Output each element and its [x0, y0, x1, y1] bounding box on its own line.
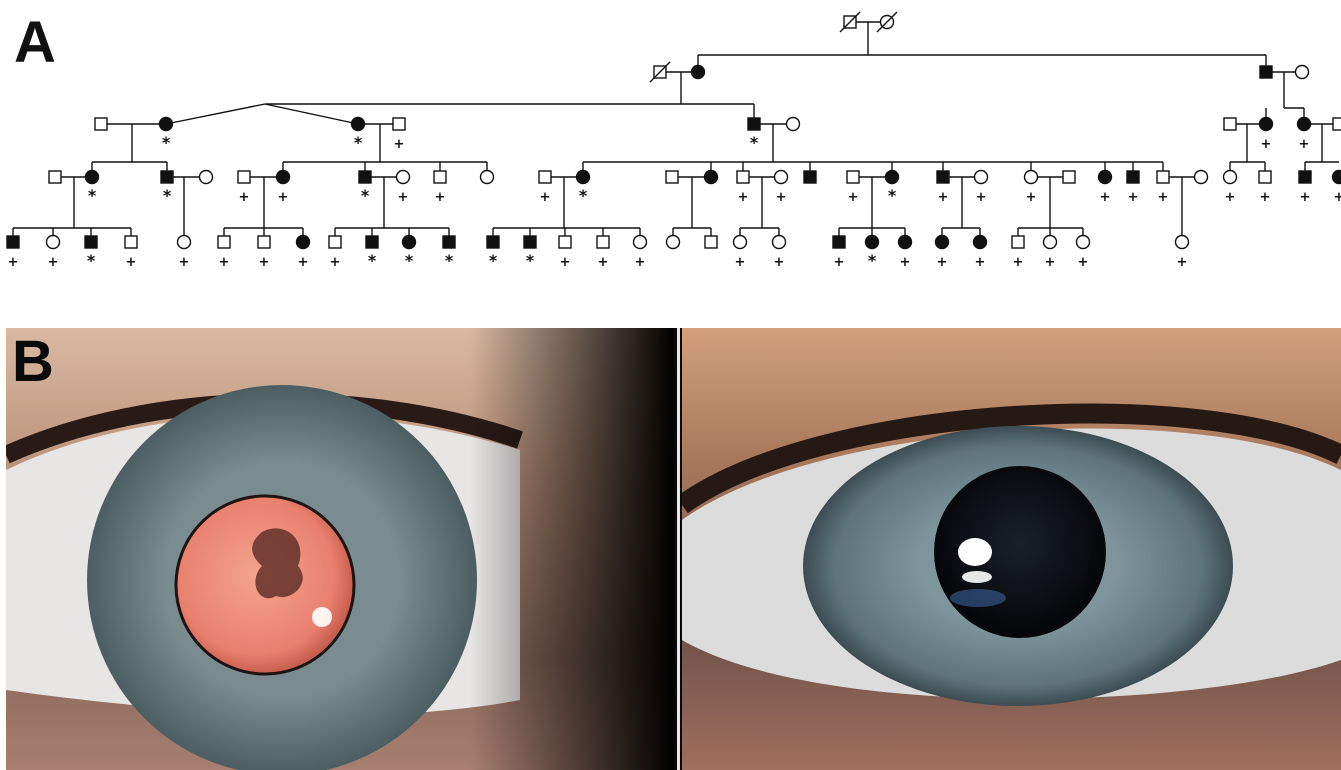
right-eye-blue-reflex: [950, 589, 1006, 607]
panel-label-b: B: [12, 333, 54, 391]
right-eye-light-reflex-lower: [962, 571, 992, 583]
right-eye-light-reflex: [958, 538, 992, 566]
lens-opacity: [252, 528, 303, 598]
left-photo-dark-edge: [470, 328, 674, 770]
panel-label-a: A: [14, 14, 56, 72]
photo-divider-line: [677, 328, 680, 770]
left-eye-light-reflex: [312, 607, 332, 627]
right-eye-photo: [682, 328, 1341, 770]
left-eye-photo: [6, 328, 674, 770]
